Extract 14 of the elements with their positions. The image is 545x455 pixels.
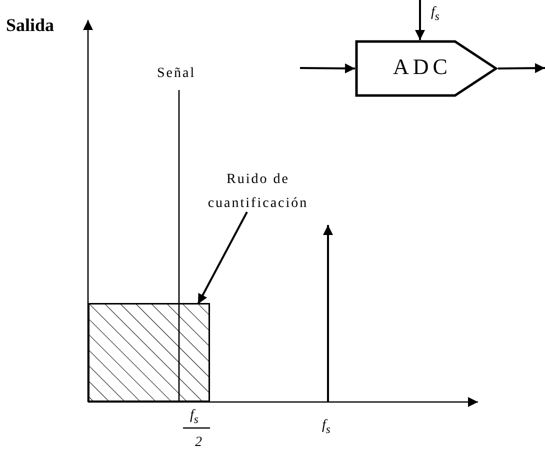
adc-block <box>355 40 498 97</box>
hatched-noise-band <box>88 303 210 402</box>
tick-label: f$_{s}$ <box>322 419 330 436</box>
axis-title: Salida <box>6 16 54 34</box>
arrow <box>498 63 545 74</box>
annotation-text: Ruido de cuantificación <box>206 171 310 213</box>
block-label: ADC <box>393 56 452 78</box>
clock-label: f$_{s}$ <box>431 6 440 22</box>
tick-label: f$_{s}$ <box>190 409 198 426</box>
tick-label: 2 <box>195 436 202 450</box>
arrow <box>415 0 425 40</box>
signal-label: Señal <box>157 67 196 81</box>
arrow <box>300 63 356 74</box>
leader-arrow <box>197 212 248 304</box>
